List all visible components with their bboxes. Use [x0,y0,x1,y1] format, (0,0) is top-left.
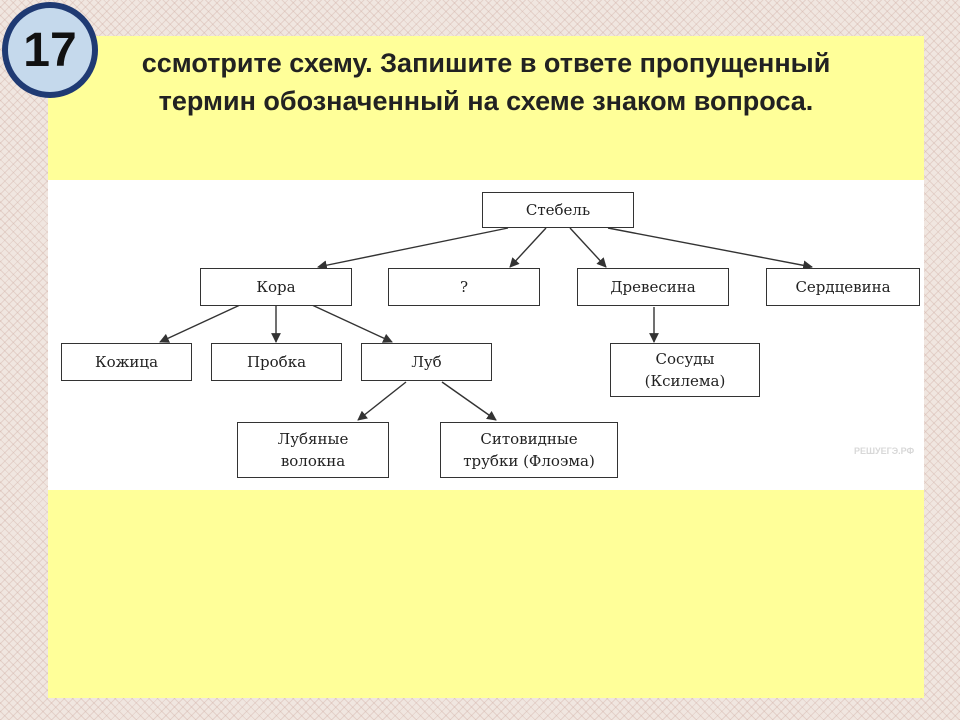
node-question: ? [388,268,540,306]
diagram-area: Стебель Кора ? Древесина Сердцевина Кожи… [48,180,924,490]
node-serdcevina: Сердцевина [766,268,920,306]
node-sosudy: Сосуды (Ксилема) [610,343,760,397]
question-line-2: термин обозначенный на схеме знаком вопр… [158,86,814,116]
node-drevesina: Древесина [577,268,729,306]
edge-root-serdcevina [607,227,813,271]
edge-lub-volokna [357,381,407,421]
slide-number-badge: 17 [2,2,98,98]
edge-root-drevesina [569,227,607,268]
edge-root-kora [317,227,509,271]
question-text: ссмотрите схему. Запишите в ответе пропу… [48,44,924,120]
edge-kora-lub [311,304,393,343]
diagram-connectors [159,227,813,421]
node-kora: Кора [200,268,352,306]
edge-kora-kozhica [159,304,241,343]
node-lubyanye-volokna: Лубяные волокна [237,422,389,478]
watermark: РЕШУЕГЭ.РФ [854,446,915,456]
slide-number: 17 [23,23,77,77]
edge-lub-trubki [441,381,497,421]
edge-root-question [509,227,547,268]
node-sitovidnye-trubki: Ситовидные трубки (Флоэма) [440,422,618,478]
node-root: Стебель [482,192,634,228]
node-probka: Пробка [211,343,342,381]
node-lub: Луб [361,343,492,381]
question-line-1: ссмотрите схему. Запишите в ответе пропу… [141,48,831,78]
node-kozhica: Кожица [61,343,192,381]
